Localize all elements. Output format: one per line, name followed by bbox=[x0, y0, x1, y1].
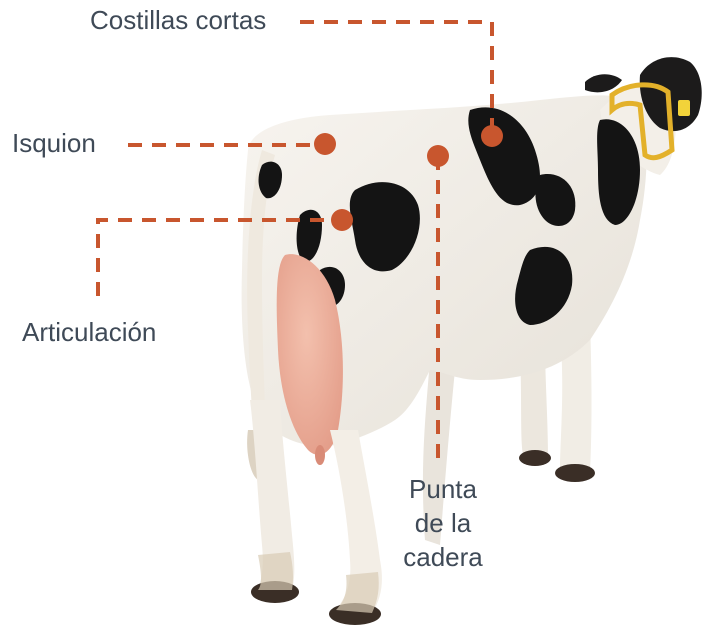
front-leg-right bbox=[560, 320, 592, 472]
label-punta-line3: cadera bbox=[403, 542, 483, 572]
patch-tailhead bbox=[258, 161, 282, 199]
patch-hip bbox=[349, 182, 420, 272]
patch-belly bbox=[515, 246, 573, 325]
marker-isquion-dot bbox=[314, 133, 336, 155]
patch-shoulder bbox=[597, 119, 640, 225]
ear-tag bbox=[678, 100, 690, 116]
udder-teat bbox=[315, 445, 325, 465]
marker-costillas-dot bbox=[481, 125, 503, 147]
patch-thigh bbox=[296, 209, 322, 262]
cow-udder bbox=[276, 254, 343, 455]
hind-leg-right bbox=[330, 430, 382, 613]
label-articulacion: Articulación bbox=[22, 317, 157, 347]
patch-rib bbox=[535, 174, 576, 226]
leader-line-articulacion bbox=[96, 218, 342, 296]
label-isquion: Isquion bbox=[12, 128, 96, 158]
marker-punta-dot bbox=[427, 145, 449, 167]
cow-collar bbox=[609, 82, 675, 161]
label-costillas-cortas: Costillas cortas bbox=[90, 5, 267, 35]
label-punta-line2: de la bbox=[414, 508, 472, 538]
hind-leg-left bbox=[250, 400, 295, 590]
front-hoof-left bbox=[519, 450, 551, 466]
cow-ear bbox=[585, 74, 622, 93]
leader-lines bbox=[96, 20, 494, 458]
leg-dirt-right bbox=[336, 572, 379, 613]
marker-articulacion-dot bbox=[331, 209, 353, 231]
leg-dirt-left bbox=[258, 552, 294, 590]
leader-line-costillas bbox=[300, 20, 494, 136]
label-punta-line1: Punta bbox=[409, 474, 477, 504]
cow-tail bbox=[247, 150, 275, 440]
front-hoof-right bbox=[555, 464, 595, 482]
